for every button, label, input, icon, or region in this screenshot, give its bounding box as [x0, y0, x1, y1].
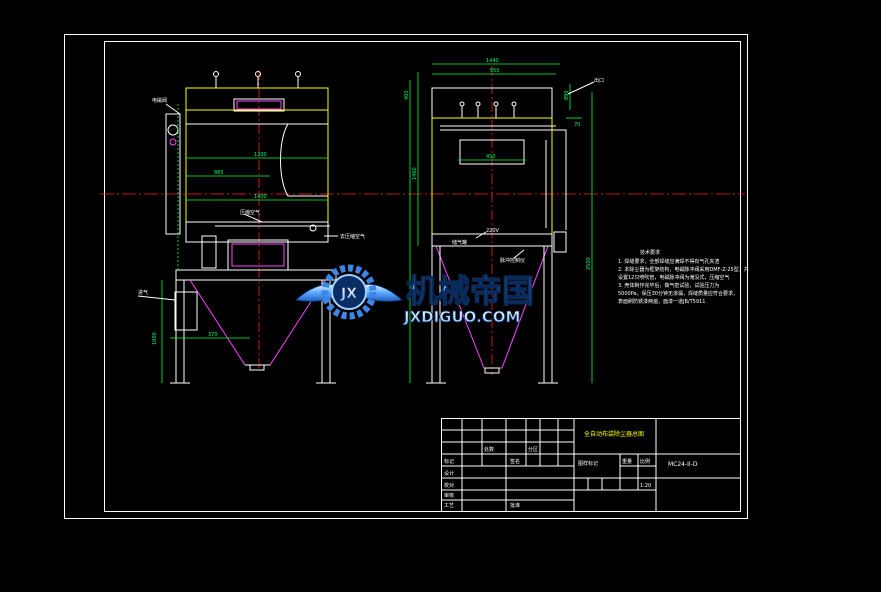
dim-1460: 1460 [412, 167, 418, 180]
dim-1440: 1440 [486, 58, 499, 64]
dim-2500: 2500 [586, 257, 592, 270]
row-process: 工艺 [444, 503, 454, 509]
outer-frame [64, 34, 748, 519]
label-power: 220V [486, 228, 500, 234]
cell-sign: 签名 [510, 458, 520, 465]
front-view-labels: 电磁阀 压缩空气 去压缩空气 进气 1300 885 1400 1000 370 [138, 97, 365, 345]
technical-notes: 技术要求 1. 焊缝要求，全部焊缝应满焊不得有气孔夹渣 2. 本除尘器为框架结构… [618, 249, 749, 305]
watermark-subtitle: JXDIGUO.COM [403, 308, 520, 326]
row-mark: 标记 [444, 458, 454, 465]
row-review: 审核 [444, 492, 454, 499]
dim-450: 450 [486, 154, 496, 160]
side-view [409, 63, 595, 384]
front-view [137, 70, 338, 384]
dim-890: 890 [564, 90, 570, 100]
label-gas-tank: 储气罐 [452, 239, 467, 246]
title-block [441, 418, 741, 512]
dim-400: 400 [404, 90, 410, 100]
drawing-title: 全自动布袋除尘器总图 [584, 430, 644, 438]
label-outlet: 出口 [594, 77, 604, 84]
watermark-logo: JX [295, 264, 403, 320]
dim-70: 70 [574, 122, 580, 128]
dim-1300: 1300 [254, 152, 267, 158]
cell-material: 图样标记 [578, 460, 598, 467]
cell-scale: 比例 [640, 458, 650, 465]
dim-370: 370 [208, 332, 218, 338]
row-check: 校对 [444, 482, 454, 489]
row-approve: 批准 [510, 502, 520, 509]
label-control-box: 脉冲控制仪 [500, 257, 525, 264]
cell-zone: 分区 [528, 446, 538, 453]
dim-550: 550 [490, 68, 500, 74]
watermark-badge: JX [340, 286, 357, 302]
notes-line-2: 2. 本除尘器为框架结构，电磁脉冲阀采用DMF-Z-25型，共 [618, 266, 749, 273]
cell-qty: 处数 [484, 446, 494, 453]
dim-885: 885 [214, 170, 224, 176]
notes-heading: 技术要求 [640, 249, 660, 256]
cell-weight: 重量 [622, 458, 632, 465]
dim-1400: 1400 [254, 194, 267, 200]
notes-line-4: 3. 壳体制作完毕后，做气密试验，试验压力为 [618, 282, 719, 289]
watermark-title: 机械帝国 [406, 272, 534, 310]
label-inlet: 进气 [138, 289, 148, 296]
notes-line-3: 设置12只喷吹管，电磁脉冲阀为淹没式，压缩空气 [618, 274, 729, 281]
drawing-number: MC24-II-D [668, 461, 698, 468]
notes-line-6: 表面刷防锈漆两遍，面漆一道JB/T5911 [618, 298, 705, 305]
cell-ratio: 1:20 [640, 483, 651, 489]
label-compressed-air: 去压缩空气 [340, 233, 365, 240]
notes-line-5: 5000Pa，保压30分钟无渗漏，焊缝质量应符合要求， [618, 290, 738, 297]
dim-1000: 1000 [152, 332, 158, 345]
inner-frame [104, 41, 741, 512]
notes-line-1: 1. 焊缝要求，全部焊缝应满焊不得有气孔夹渣 [618, 258, 719, 265]
label-motor: 电磁阀 [152, 97, 167, 104]
side-view-labels: 出口 220V 脉冲控制仪 储气罐 1440 550 400 450 1460 … [404, 58, 604, 270]
row-design: 设计 [444, 470, 454, 477]
label-air-supply: 压缩空气 [240, 209, 260, 216]
title-block-text: 全自动布袋除尘器总图 MC24-II-D 标记 设计 校对 审核 工艺 批准 处… [444, 430, 698, 509]
